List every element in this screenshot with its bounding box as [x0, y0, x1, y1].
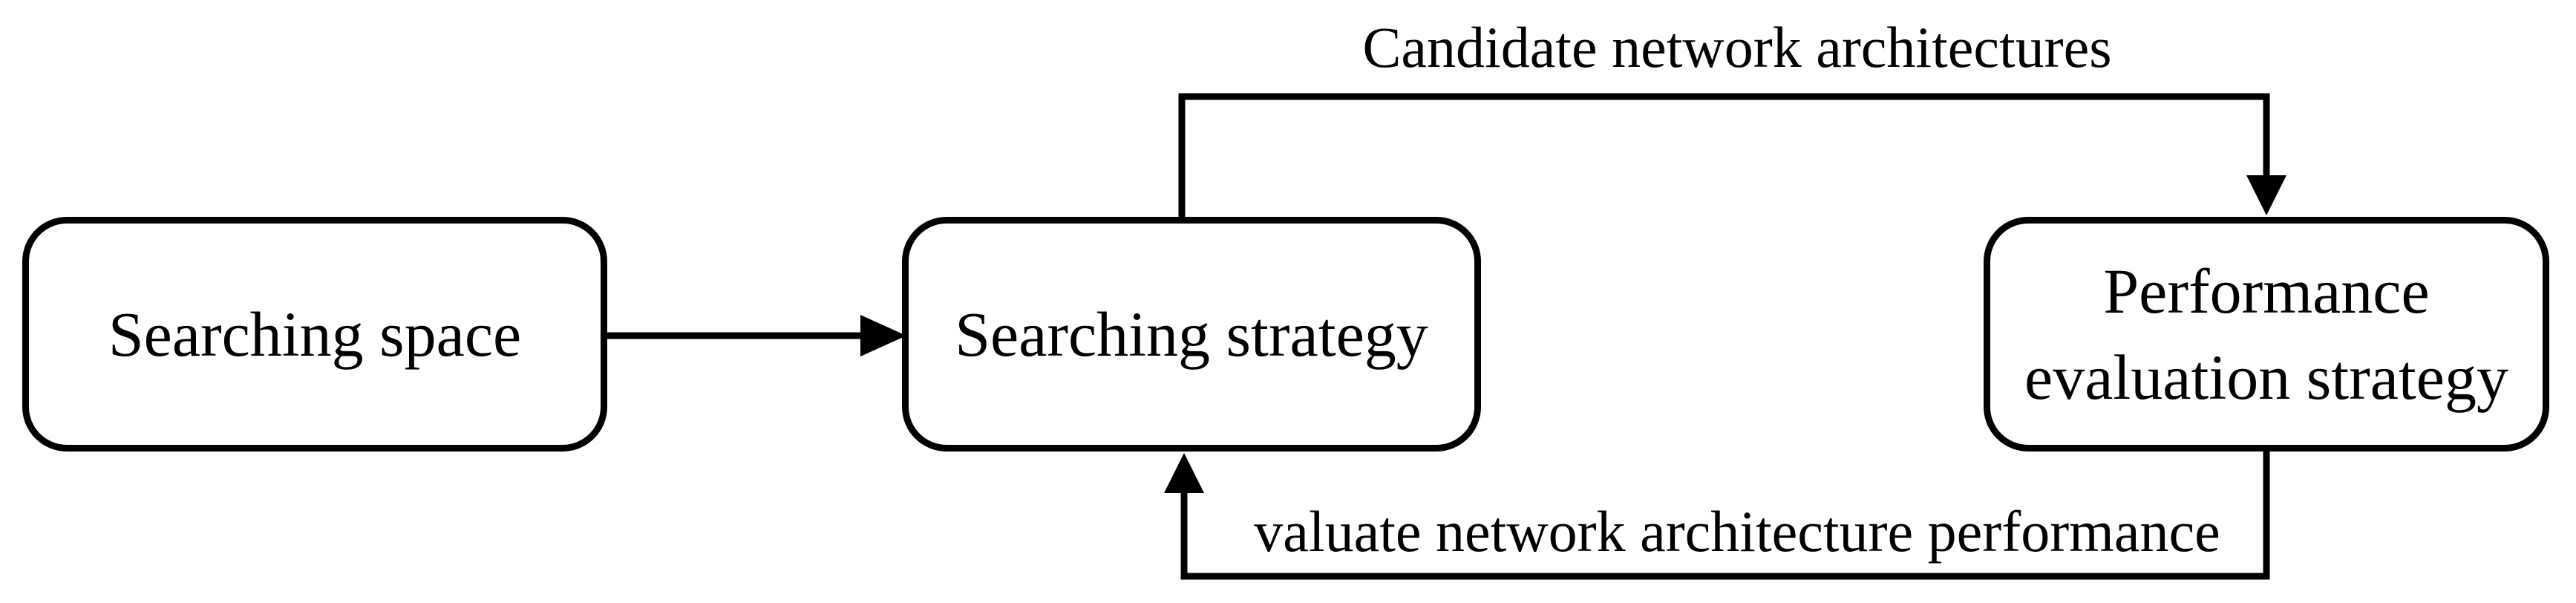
edge-evaluation-to-strategy-arrowhead-icon	[1164, 453, 1204, 493]
edge-label-valuate-network-architecture-performance: valuate network architecture performance	[1254, 499, 2220, 564]
node-searching-space-label: Searching space	[108, 299, 522, 370]
edge-evaluation-to-strategy-line	[1180, 447, 2270, 580]
node-performance-evaluation-strategy: Performance evaluation strategy	[1984, 217, 2549, 452]
node-searching-strategy: Searching strategy	[902, 217, 1481, 452]
node-performance-evaluation-strategy-label-line2: evaluation strategy	[2024, 342, 2508, 413]
edge-space-to-strategy-arrowhead-icon	[860, 315, 906, 356]
node-searching-strategy-label: Searching strategy	[955, 299, 1428, 370]
edge-strategy-to-evaluation-line	[1178, 93, 2270, 221]
node-searching-space: Searching space	[22, 217, 607, 452]
edge-label-candidate-network-architectures: Candidate network architectures	[1362, 15, 2112, 79]
edge-strategy-to-evaluation-arrowhead-icon	[2246, 175, 2286, 215]
node-performance-evaluation-strategy-label-line1: Performance	[2103, 255, 2430, 327]
